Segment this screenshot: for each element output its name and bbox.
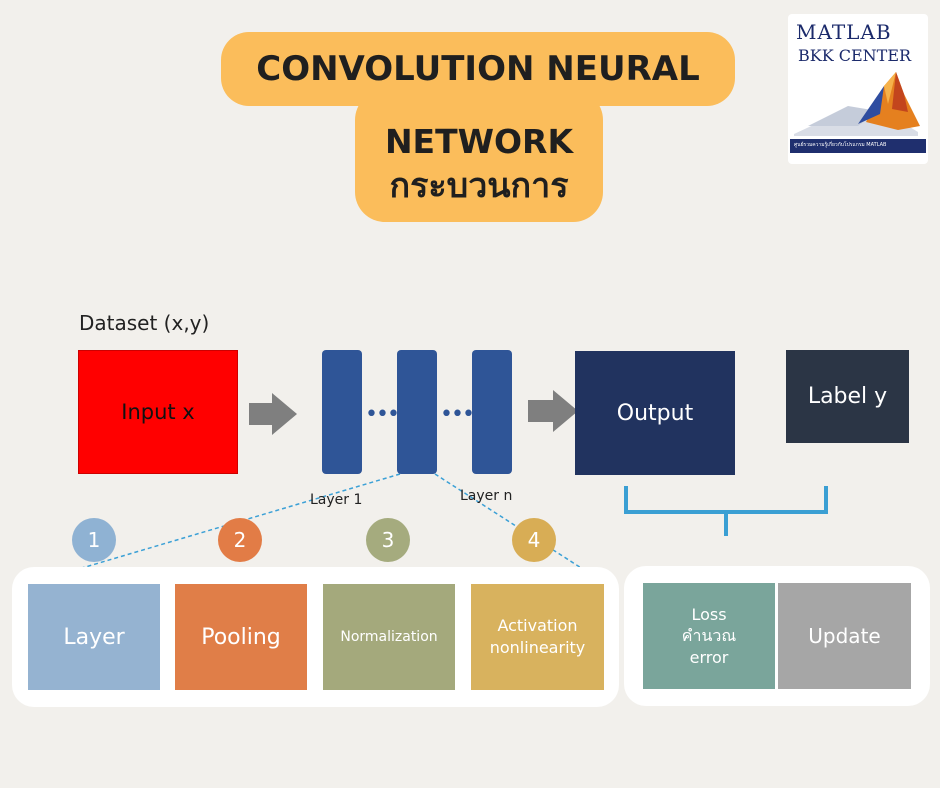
update-label: Update bbox=[808, 624, 881, 648]
step-2-number: 2 bbox=[233, 528, 247, 552]
logo-band bbox=[790, 139, 926, 153]
ellipsis-icon: ••• bbox=[365, 402, 400, 427]
step-1-number: 1 bbox=[87, 528, 101, 552]
step-3-circle: 3 bbox=[366, 518, 410, 562]
step-activation-label: Activation nonlinearity bbox=[489, 615, 586, 657]
step-activation-box: Activation nonlinearity bbox=[471, 584, 604, 690]
step-4-circle: 4 bbox=[512, 518, 556, 562]
step-normalization-label: Normalization bbox=[340, 629, 438, 645]
ellipsis-icon: ••• bbox=[440, 402, 475, 427]
step-pooling-box: Pooling bbox=[175, 584, 307, 690]
label-y-box: Label y bbox=[786, 350, 909, 443]
matlab-membrane-icon bbox=[794, 72, 920, 136]
output-box: Output bbox=[575, 351, 735, 475]
title-pill-lower: NETWORK กระบวนการ bbox=[355, 90, 603, 222]
step-3-number: 3 bbox=[381, 528, 395, 552]
title-line2: NETWORK bbox=[384, 121, 574, 161]
loss-line3: error bbox=[689, 647, 729, 667]
layer-bar-last bbox=[472, 350, 512, 474]
step-normalization-box: Normalization bbox=[323, 584, 455, 690]
logo-band-text: ศูนย์รวมความรู้เกี่ยวกับโปรแกรม MATLAB bbox=[794, 142, 887, 148]
dataset-label: Dataset (x,y) bbox=[79, 311, 210, 335]
matlab-logo: MATLAB BKK CENTER ศูนย์รวมความรู้เกี่ยวก… bbox=[788, 14, 928, 164]
label-y-text: Label y bbox=[807, 384, 888, 409]
input-box: Input x bbox=[78, 350, 238, 474]
arrow-right-icon bbox=[528, 390, 578, 432]
title-pill-upper: CONVOLUTION NEURAL bbox=[221, 32, 735, 106]
step-2-circle: 2 bbox=[218, 518, 262, 562]
update-box: Update bbox=[778, 583, 911, 689]
bracket-shape bbox=[624, 486, 828, 514]
loss-box: Loss คำนวณ error bbox=[643, 583, 775, 689]
loss-line1: Loss bbox=[691, 604, 727, 624]
step-1-circle: 1 bbox=[72, 518, 116, 562]
step-layer-box: Layer bbox=[28, 584, 160, 690]
step-4-number: 4 bbox=[527, 528, 541, 552]
arrow-right-icon bbox=[249, 393, 297, 435]
logo-line1: MATLAB bbox=[796, 20, 892, 44]
layer1-label: Layer 1 bbox=[310, 492, 363, 508]
layer-bar-middle bbox=[397, 350, 437, 474]
layer-bar-first bbox=[322, 350, 362, 474]
title-line1: CONVOLUTION NEURAL bbox=[256, 49, 700, 89]
output-label: Output bbox=[616, 400, 694, 426]
logo-line2: BKK CENTER bbox=[798, 46, 912, 65]
title-line3: กระบวนการ bbox=[389, 166, 569, 207]
layern-label: Layer n bbox=[460, 488, 513, 504]
step-layer-label: Layer bbox=[63, 624, 125, 650]
loss-line2: คำนวณ bbox=[681, 626, 737, 646]
step-pooling-label: Pooling bbox=[201, 624, 281, 650]
input-label: Input x bbox=[121, 400, 195, 424]
